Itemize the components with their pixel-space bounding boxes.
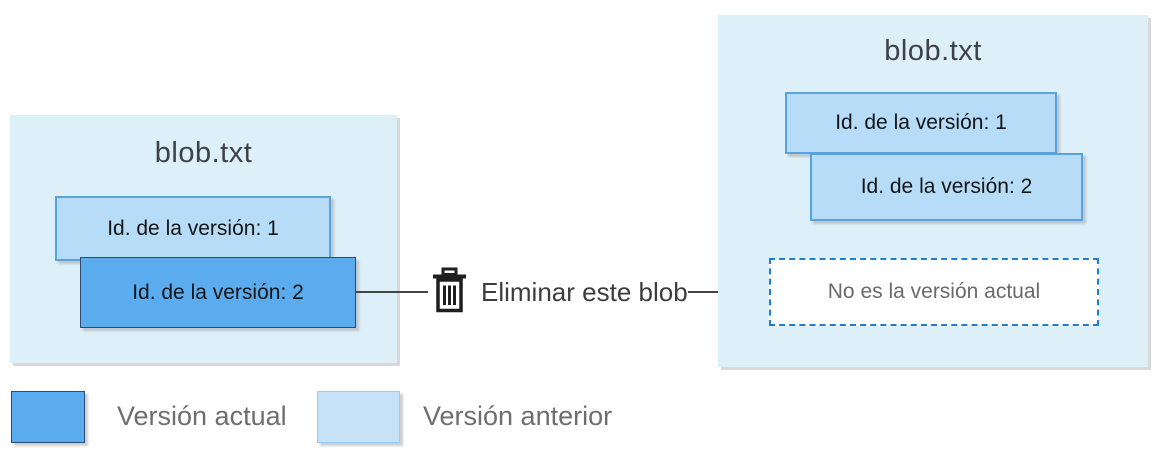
legend-swatch-current	[11, 391, 85, 443]
left-version-2-label: Id. de la versión: 2	[132, 280, 304, 304]
left-blob-title: blob.txt	[154, 137, 253, 169]
right-blob-container: blob.txt Id. de la versión: 1 Id. de la …	[718, 15, 1148, 367]
left-version-2-box: Id. de la versión: 2	[80, 257, 356, 328]
left-version-1-box: Id. de la versión: 1	[55, 196, 331, 261]
delete-action-label: Eliminar este blob	[481, 277, 688, 307]
legend-label-current: Versión actual	[117, 401, 287, 431]
not-current-version-label: No es la versión actual	[827, 280, 1041, 303]
left-version-1-label: Id. de la versión: 1	[107, 216, 279, 240]
not-current-version-box: No es la versión actual	[769, 258, 1099, 326]
right-version-2-box: Id. de la versión: 2	[810, 153, 1083, 221]
right-version-1-label: Id. de la versión: 1	[835, 111, 1007, 134]
right-blob-title: blob.txt	[884, 35, 982, 67]
right-version-2-label: Id. de la versión: 2	[860, 175, 1033, 198]
right-version-1-box: Id. de la versión: 1	[785, 92, 1057, 154]
trash-icon	[433, 267, 466, 313]
legend-swatch-previous	[317, 391, 400, 443]
left-blob-container: blob.txt Id. de la versión: 1 Id. de la …	[10, 115, 397, 363]
connector-line-left	[355, 291, 428, 293]
legend-label-previous: Versión anterior	[423, 401, 613, 431]
